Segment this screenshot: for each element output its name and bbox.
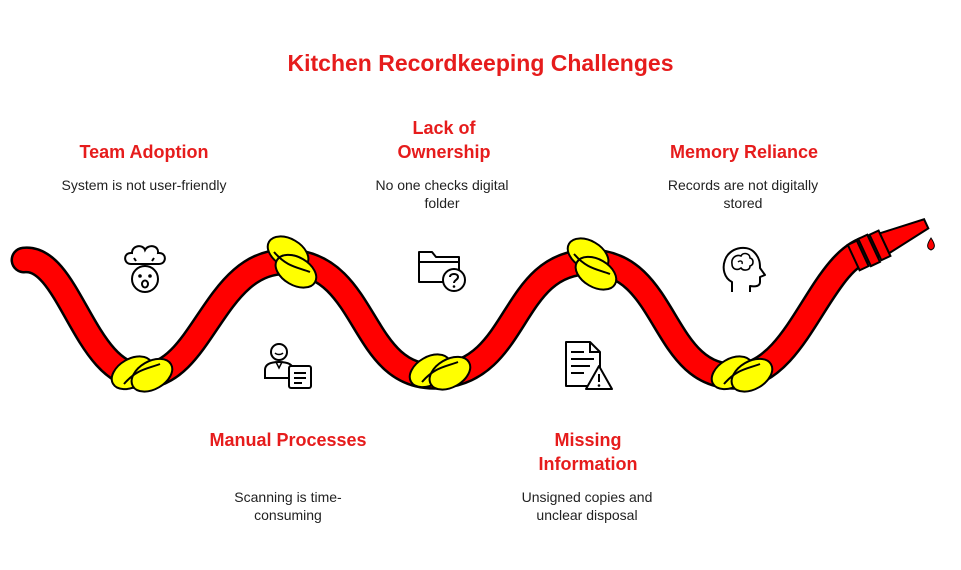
stage-heading-team-adoption: Team Adoption bbox=[79, 142, 209, 162]
document-warning-icon bbox=[565, 341, 613, 390]
stage-description-missing-information: Unsigned copies and unclear disposal bbox=[521, 489, 653, 523]
knot-5 bbox=[710, 355, 774, 393]
stage-description-memory-reliance: Records are not digitally stored bbox=[667, 177, 819, 211]
stage-heading-missing-information-text: Missing Information bbox=[538, 430, 638, 474]
stage-heading-manual-processes: Manual Processes bbox=[209, 430, 367, 450]
hose-nozzle bbox=[846, 218, 930, 272]
water-drop bbox=[927, 237, 935, 251]
knot-2 bbox=[266, 235, 318, 289]
stage-description-team-adoption: System is not user-friendly bbox=[61, 177, 227, 193]
knot-1 bbox=[110, 355, 174, 393]
knot-4 bbox=[566, 237, 618, 291]
stage-description-lack-of-ownership: No one checks digital folder bbox=[375, 177, 509, 211]
stage-heading-lack-of-ownership: Lack of Ownership bbox=[344, 116, 544, 164]
knot-3 bbox=[408, 353, 472, 391]
folder-question-icon bbox=[418, 251, 466, 292]
person-document-icon bbox=[264, 343, 312, 389]
diagram-title: Kitchen Recordkeeping Challenges bbox=[287, 50, 674, 76]
stage-heading-missing-information: Missing Information bbox=[488, 428, 688, 476]
chef-icon bbox=[124, 245, 166, 293]
brain-head-icon bbox=[722, 246, 766, 292]
stage-heading-memory-reliance: Memory Reliance bbox=[669, 142, 819, 162]
stage-description-manual-processes: Scanning is time-consuming bbox=[234, 489, 342, 523]
stage-heading-lack-of-ownership-text: Lack of Ownership bbox=[397, 118, 491, 162]
